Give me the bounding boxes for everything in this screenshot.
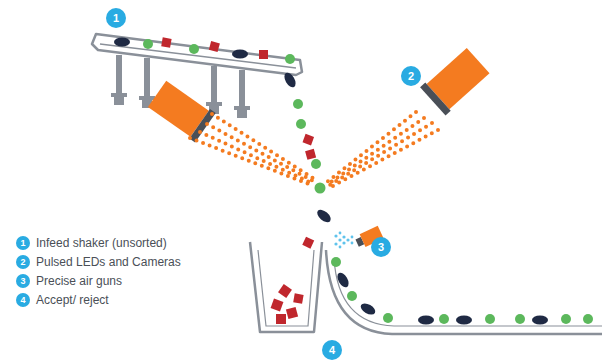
led-beams xyxy=(190,112,438,188)
legend-number: 4 xyxy=(16,293,30,307)
camera-right xyxy=(420,46,491,115)
callout-circle: 4 xyxy=(322,340,342,360)
legend-entry: 1 Infeed shaker (unsorted) xyxy=(16,236,167,250)
legend-text: Accept/ reject xyxy=(36,293,109,307)
callout-number: 1 xyxy=(113,13,119,24)
legend-number: 2 xyxy=(16,255,30,269)
callout-number: 3 xyxy=(378,242,384,253)
callout-circle: 2 xyxy=(401,66,421,86)
callout-circle: 3 xyxy=(371,237,391,257)
legend-number: 1 xyxy=(16,236,30,250)
reject-bin xyxy=(250,242,322,332)
legend-entry: 3 Precise air guns xyxy=(16,274,122,288)
legend-text: Precise air guns xyxy=(36,274,122,288)
callout-number: 4 xyxy=(329,345,335,356)
infeed-shaker xyxy=(92,34,302,75)
falling-products xyxy=(282,71,333,249)
legend-text: Pulsed LEDs and Cameras xyxy=(36,255,181,269)
legend-text: Infeed shaker (unsorted) xyxy=(36,236,167,250)
legend-entry: 2 Pulsed LEDs and Cameras xyxy=(16,255,181,269)
shaker-bed xyxy=(100,44,296,68)
camera-left xyxy=(147,79,216,142)
legend-entry: 4 Accept/ reject xyxy=(16,293,109,307)
unsorted-products xyxy=(114,37,295,64)
callout-circle: 1 xyxy=(106,8,126,28)
callout-number: 2 xyxy=(408,71,414,82)
legend-number: 3 xyxy=(16,274,30,288)
accept-chute xyxy=(326,250,602,334)
